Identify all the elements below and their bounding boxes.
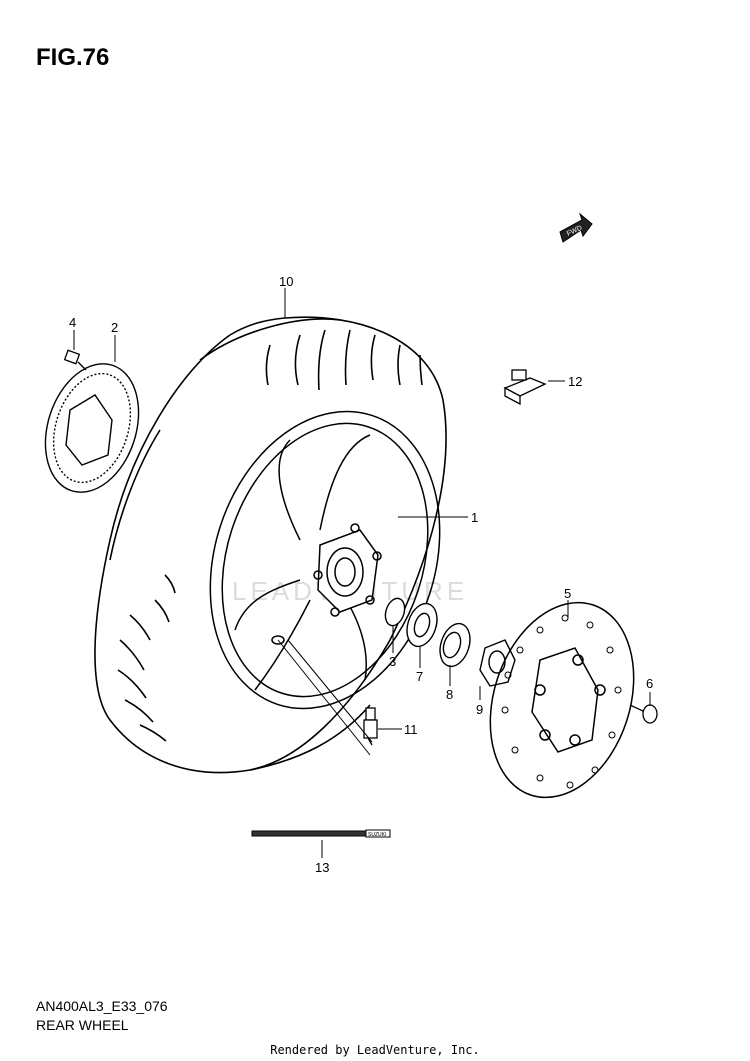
figure-title: FIG.76 (36, 44, 110, 71)
brake-disc-drawing (489, 601, 635, 799)
callout-13: 13 (315, 860, 329, 875)
callout-8: 8 (446, 687, 453, 702)
callout-12: 12 (568, 374, 582, 389)
abs-sensor-ring-drawing (44, 363, 140, 493)
callout-labels: 10 4 2 12 1 5 3 7 8 9 6 11 13 (69, 274, 653, 875)
bolt-4-drawing (63, 349, 87, 371)
callout-7: 7 (416, 669, 423, 684)
fwd-label: FWD (566, 225, 583, 238)
fwd-arrow-icon: FWD (559, 212, 593, 243)
balance-weight-strip-drawing: SUZUKI (251, 829, 391, 838)
spacer-parts-drawing (384, 597, 516, 687)
figure-name: REAR WHEEL (36, 1017, 129, 1033)
callout-6: 6 (646, 676, 653, 691)
tire-drawing (94, 316, 447, 774)
figure-code: AN400AL3_E33_076 (36, 998, 168, 1014)
callout-5: 5 (564, 586, 571, 601)
callout-3: 3 (389, 654, 396, 669)
callout-4: 4 (69, 315, 76, 330)
valve-drawing (363, 707, 378, 746)
callout-1: 1 (471, 510, 478, 525)
callout-10: 10 (279, 274, 293, 289)
callout-9: 9 (476, 702, 483, 717)
callout-11: 11 (404, 722, 418, 737)
leader-lines (73, 288, 651, 858)
strip-brand-label: SUZUKI (368, 832, 386, 838)
speed-sensor-drawing (503, 369, 547, 406)
wheel-rim-drawing (209, 410, 441, 710)
bolt-6-drawing (629, 704, 658, 724)
callout-2: 2 (111, 320, 118, 335)
rendered-by-footer: Rendered by LeadVenture, Inc. (270, 1043, 480, 1057)
